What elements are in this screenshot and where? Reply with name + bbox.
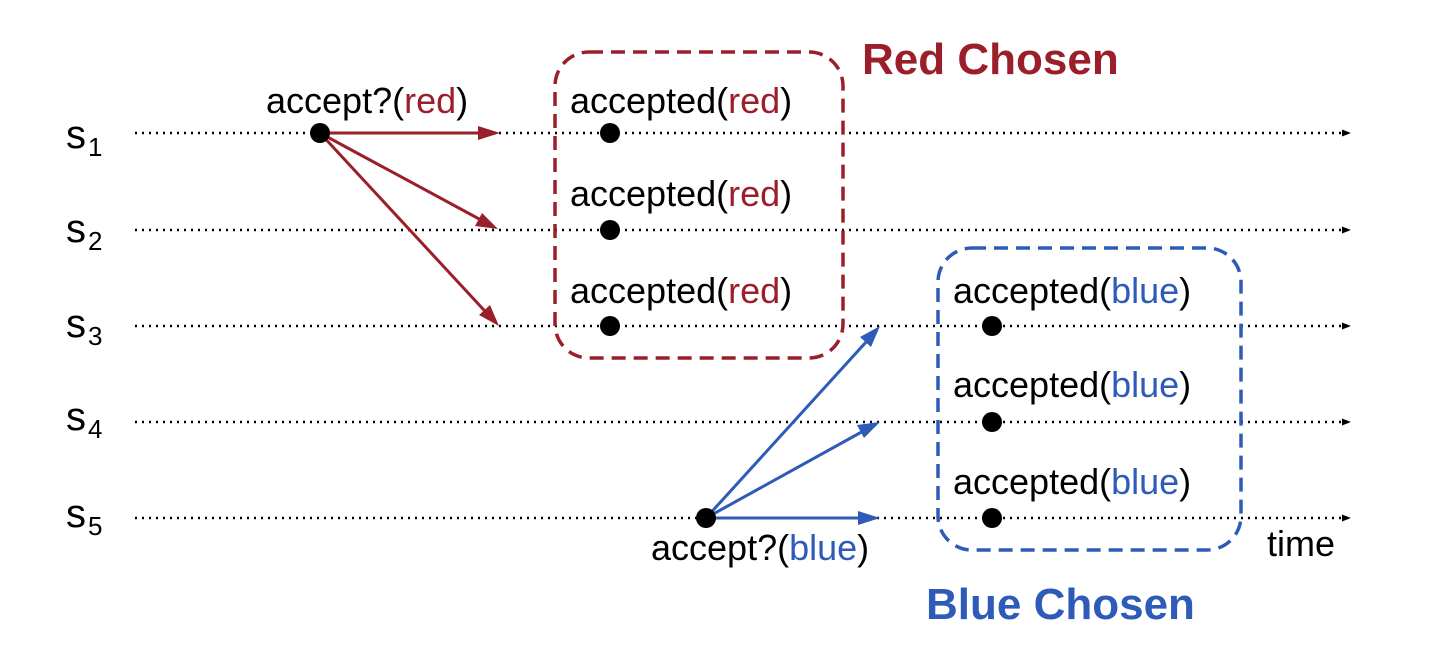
red-arrow-to-s2 bbox=[319, 131, 495, 229]
blue-proposal-arrows bbox=[704, 326, 880, 525]
red-proposal-dot bbox=[310, 123, 330, 143]
time-axis-label: time bbox=[1267, 523, 1335, 564]
red-arrowhead-s2 bbox=[475, 213, 498, 229]
accepted-red-dot-s2 bbox=[600, 220, 620, 240]
blue-arrowhead-s4 bbox=[857, 422, 880, 438]
accepted-blue-dot-s5 bbox=[982, 508, 1002, 528]
accepted-red-dot-s3 bbox=[600, 316, 620, 336]
red-proposal-label: accept?(red) bbox=[266, 80, 468, 121]
server-label-3: s3 bbox=[66, 302, 102, 351]
blue-arrow-to-s3 bbox=[704, 328, 879, 520]
server-labels: s1 s2 s3 s4 s5 bbox=[66, 113, 102, 541]
accepted-red-label-s1: accepted(red) bbox=[570, 80, 792, 121]
accepted-blue-label-s5: accepted(blue) bbox=[953, 461, 1191, 502]
accepted-red-label-s2: accepted(red) bbox=[570, 173, 792, 214]
blue-arrow-to-s4 bbox=[705, 422, 877, 520]
red-arrowhead-s3 bbox=[479, 305, 499, 326]
red-arrow-to-s3 bbox=[318, 131, 497, 324]
accepted-red-label-s3: accepted(red) bbox=[570, 270, 792, 311]
server-label-1: s1 bbox=[66, 113, 102, 162]
blue-chosen-title: Blue Chosen bbox=[926, 580, 1195, 629]
blue-arrowhead-s3 bbox=[860, 326, 880, 347]
blue-proposal-label: accept?(blue) bbox=[651, 527, 869, 568]
server-label-4: s4 bbox=[66, 395, 102, 444]
red-chosen-box bbox=[553, 50, 845, 360]
red-proposal-arrows bbox=[318, 126, 500, 326]
red-group: Red Chosen accept?(red) accepted(red) ac… bbox=[266, 35, 1119, 360]
server-label-2: s2 bbox=[66, 207, 102, 256]
server-label-5: s5 bbox=[66, 492, 102, 541]
accepted-red-dot-s1 bbox=[600, 123, 620, 143]
accepted-blue-label-s3: accepted(blue) bbox=[953, 270, 1191, 311]
accepted-blue-label-s4: accepted(blue) bbox=[953, 364, 1191, 405]
accepted-blue-dot-s3 bbox=[982, 316, 1002, 336]
blue-arrowhead-s5 bbox=[858, 511, 880, 525]
red-chosen-title: Red Chosen bbox=[862, 35, 1119, 84]
red-arrowhead-s1 bbox=[478, 126, 500, 140]
blue-chosen-box bbox=[936, 246, 1243, 552]
blue-group: Blue Chosen accept?(blue) accepted(blue)… bbox=[651, 246, 1243, 629]
accepted-blue-dot-s4 bbox=[982, 412, 1002, 432]
blue-proposal-dot bbox=[696, 508, 716, 528]
